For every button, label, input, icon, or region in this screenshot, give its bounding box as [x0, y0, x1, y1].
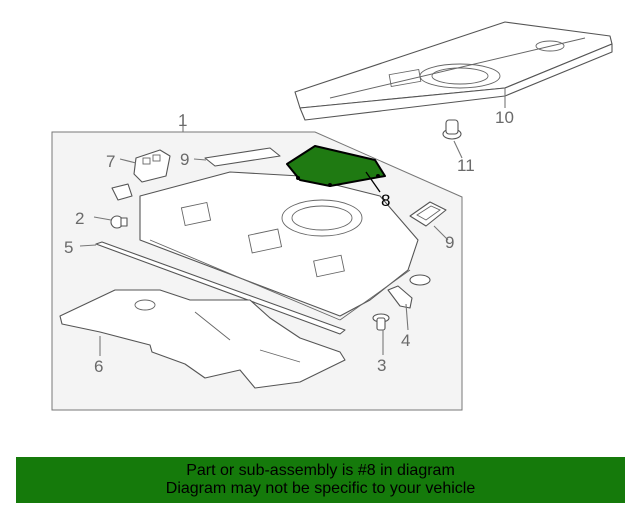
info-banner: Part or sub-assembly is #8 in diagram Di… [16, 457, 625, 503]
banner-line-2: Diagram may not be specific to your vehi… [165, 480, 476, 497]
part-9-grommet-right [409, 201, 447, 227]
callout-3: 3 [377, 356, 386, 375]
callout-10: 10 [495, 108, 514, 127]
part-6-insulator [59, 289, 346, 389]
callout-8: 8 [381, 191, 390, 210]
part-7-bracket [133, 149, 171, 183]
callout-11: 11 [457, 156, 475, 175]
part-9-pad-upper [204, 147, 281, 167]
callout-2: 2 [75, 209, 84, 228]
banner-line-1: Part or sub-assembly is #8 in diagram [186, 462, 455, 479]
part-10-upper-panel [294, 21, 613, 121]
part-3-pushpin [372, 313, 390, 331]
callout-5: 5 [64, 238, 73, 257]
part-4-bracket [387, 285, 413, 309]
callout-1: 1 [178, 111, 187, 130]
callout-4: 4 [401, 331, 410, 350]
leader-lines [79, 88, 506, 356]
part-5-strip [95, 241, 346, 335]
callout-9-right: 9 [445, 233, 454, 252]
part-small-bracket [111, 183, 133, 201]
part-grommet-near-4 [409, 274, 431, 286]
part-8-highlighted-cover [286, 145, 386, 187]
callouts: 1 2 3 4 5 6 7 8 9 9 10 11 [64, 108, 514, 376]
part-1-package-tray [139, 171, 419, 321]
callout-6: 6 [94, 357, 103, 376]
part-11-clip [442, 119, 462, 140]
parts-diagram: 1 2 3 4 5 6 7 8 9 9 10 11 [51, 21, 613, 411]
callout-7: 7 [106, 152, 115, 171]
callout-9-upper: 9 [180, 150, 189, 169]
part-2-fastener [110, 215, 128, 229]
